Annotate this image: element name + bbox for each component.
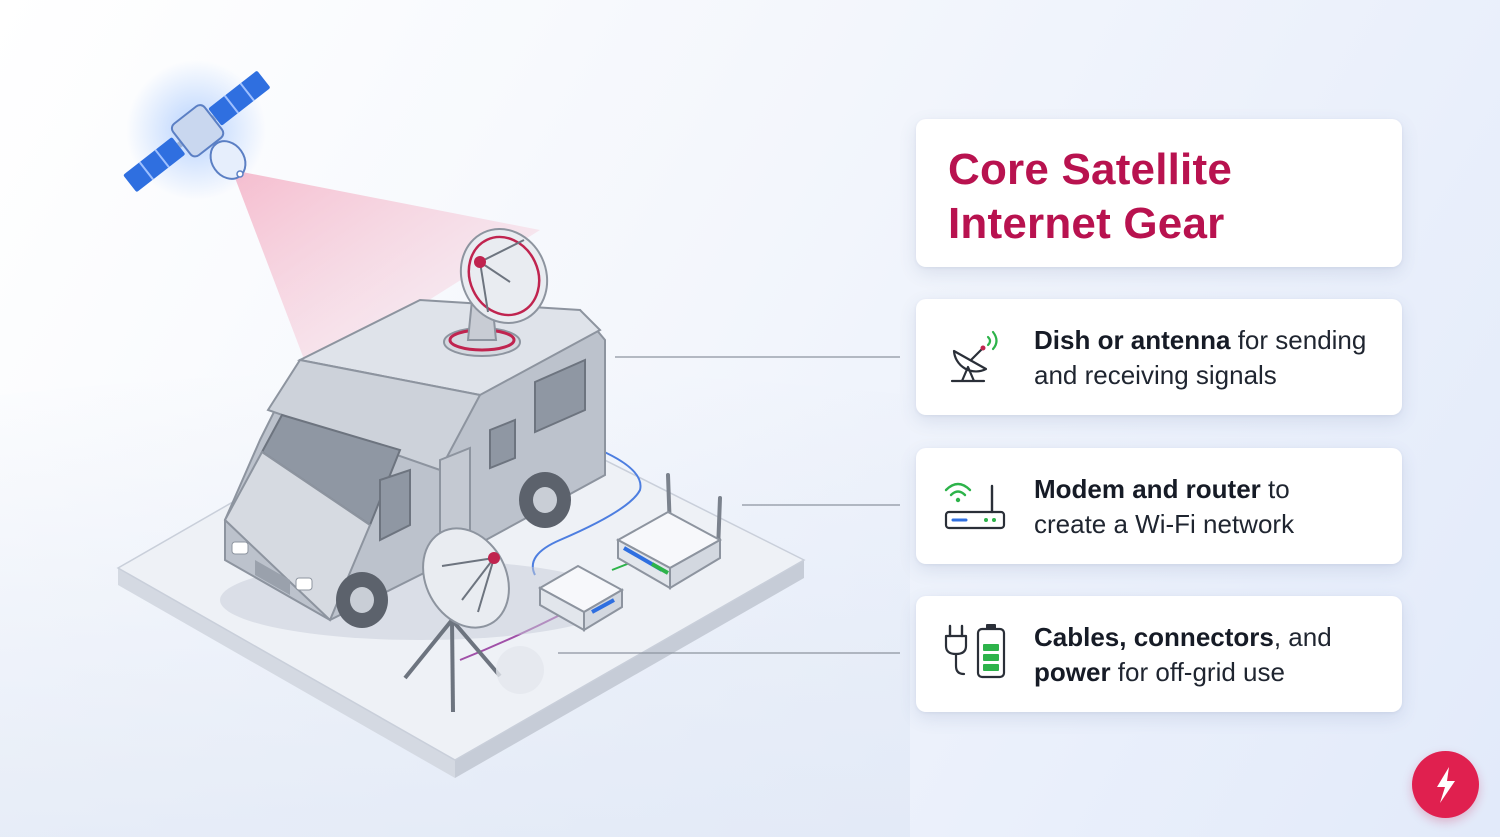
feature-bold-power: Cables, connectors — [1034, 622, 1274, 652]
plug-battery-icon — [944, 624, 1006, 679]
satellite-dish-icon — [950, 330, 998, 383]
rv-satellite-illustration — [0, 60, 910, 837]
feature-rest1-router: to — [1260, 474, 1290, 504]
lightning-bolt-icon — [1437, 767, 1455, 803]
feature-bold-dish: Dish or antenna — [1034, 325, 1231, 355]
roof-satellite-dish — [443, 228, 549, 357]
feature-bold2-power: power — [1034, 657, 1111, 687]
feature-rest2-power: for off-grid use — [1110, 657, 1285, 687]
feature-card-power: Cables, connectors, and power for off-gr… — [916, 596, 1402, 712]
title-line-1: Core Satellite — [948, 145, 1233, 194]
router-device — [615, 473, 723, 590]
satellite-icon — [123, 60, 270, 200]
brand-logo — [1412, 751, 1479, 818]
title-line-2: Internet Gear — [948, 199, 1225, 248]
feature-card-router: Modem and router to create a Wi-Fi netwo… — [916, 448, 1402, 564]
tripod-satellite-dish — [403, 527, 544, 713]
feature-rest2-dish: and receiving signals — [1034, 360, 1277, 390]
feature-rest2-router: create a Wi-Fi network — [1034, 509, 1295, 539]
feature-text-router: Modem and router to create a Wi-Fi netwo… — [1034, 472, 1394, 542]
feature-rest1-power: , and — [1273, 622, 1332, 652]
blue-cable — [531, 449, 642, 576]
feature-text-power: Cables, connectors, and power for off-gr… — [1034, 620, 1394, 690]
page-title: Core Satellite Internet Gear — [948, 143, 1232, 251]
feature-card-dish: Dish or antenna for sending and receivin… — [916, 299, 1402, 415]
modem-device — [537, 564, 625, 632]
wifi-router-icon — [944, 482, 1006, 530]
feature-rest1-dish: for sending — [1230, 325, 1367, 355]
signal-beam — [232, 170, 540, 375]
feature-text-dish: Dish or antenna for sending and receivin… — [1034, 323, 1394, 393]
feature-bold-router: Modem and router — [1034, 474, 1261, 504]
title-card: Core Satellite Internet Gear — [916, 119, 1402, 267]
